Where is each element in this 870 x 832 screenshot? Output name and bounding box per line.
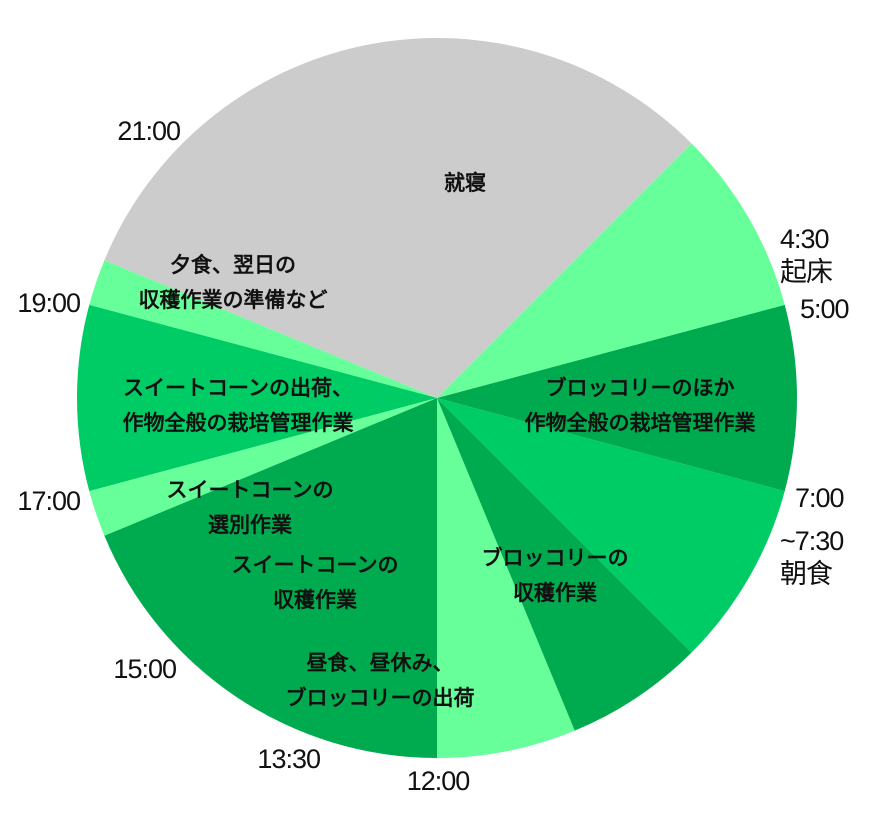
pie-slice bbox=[437, 398, 692, 731]
slice-label: 昼食、昼休み、 bbox=[307, 651, 454, 675]
slice-label: 夕食、翌日の bbox=[170, 253, 296, 277]
time-tick-label: ~7:30 bbox=[780, 526, 843, 556]
slice-label: スイートコーンの bbox=[167, 478, 334, 502]
slice-label: 就寝 bbox=[444, 171, 486, 195]
time-tick-label: 朝食 bbox=[780, 559, 833, 589]
pie-slice bbox=[437, 143, 785, 398]
pie-slice bbox=[77, 304, 438, 492]
pie-slice bbox=[437, 398, 575, 758]
pie-slice bbox=[437, 398, 785, 653]
slice-label: 収穫作業 bbox=[513, 581, 598, 605]
time-tick-label: 12:00 bbox=[407, 766, 470, 796]
time-tick-label: 13:30 bbox=[257, 744, 320, 774]
pie-slice-labels: 就寝ブロッコリーのほか作物全般の栽培管理作業ブロッコリーの収穫作業昼食、昼休み、… bbox=[123, 171, 757, 710]
slice-label: ブロッコリーの bbox=[482, 546, 629, 570]
time-tick-label: 19:00 bbox=[17, 288, 80, 318]
slice-label: スイートコーンの bbox=[232, 553, 399, 577]
time-tick-label: 4:30 bbox=[780, 224, 829, 254]
slice-label: 収穫作業の準備など bbox=[139, 288, 328, 312]
time-tick-label: 17:00 bbox=[17, 486, 80, 516]
slice-label: 作物全般の栽培管理作業 bbox=[123, 411, 355, 435]
pie-slices bbox=[77, 37, 797, 758]
slice-label: 作物全般の栽培管理作業 bbox=[525, 411, 757, 435]
time-tick-label: 起床 bbox=[780, 257, 833, 287]
time-tick-label: 21:00 bbox=[117, 116, 180, 146]
time-tick-label: 5:00 bbox=[800, 294, 849, 324]
slice-label: スイートコーンの出荷、 bbox=[123, 376, 353, 400]
pie-slice bbox=[104, 398, 438, 758]
time-tick-label: 7:00 bbox=[795, 483, 844, 513]
pie-slice bbox=[104, 37, 692, 399]
pie-slice bbox=[89, 260, 438, 398]
time-tick-label: 15:00 bbox=[113, 654, 176, 684]
slice-label: ブロッコリーのほか bbox=[546, 376, 735, 400]
slice-label: ブロッコリーの出荷 bbox=[286, 686, 475, 710]
pie-slice bbox=[437, 304, 797, 492]
slice-label: 収穫作業 bbox=[273, 588, 358, 612]
pie-slice bbox=[89, 398, 438, 536]
slice-label: 選別作業 bbox=[208, 513, 293, 537]
